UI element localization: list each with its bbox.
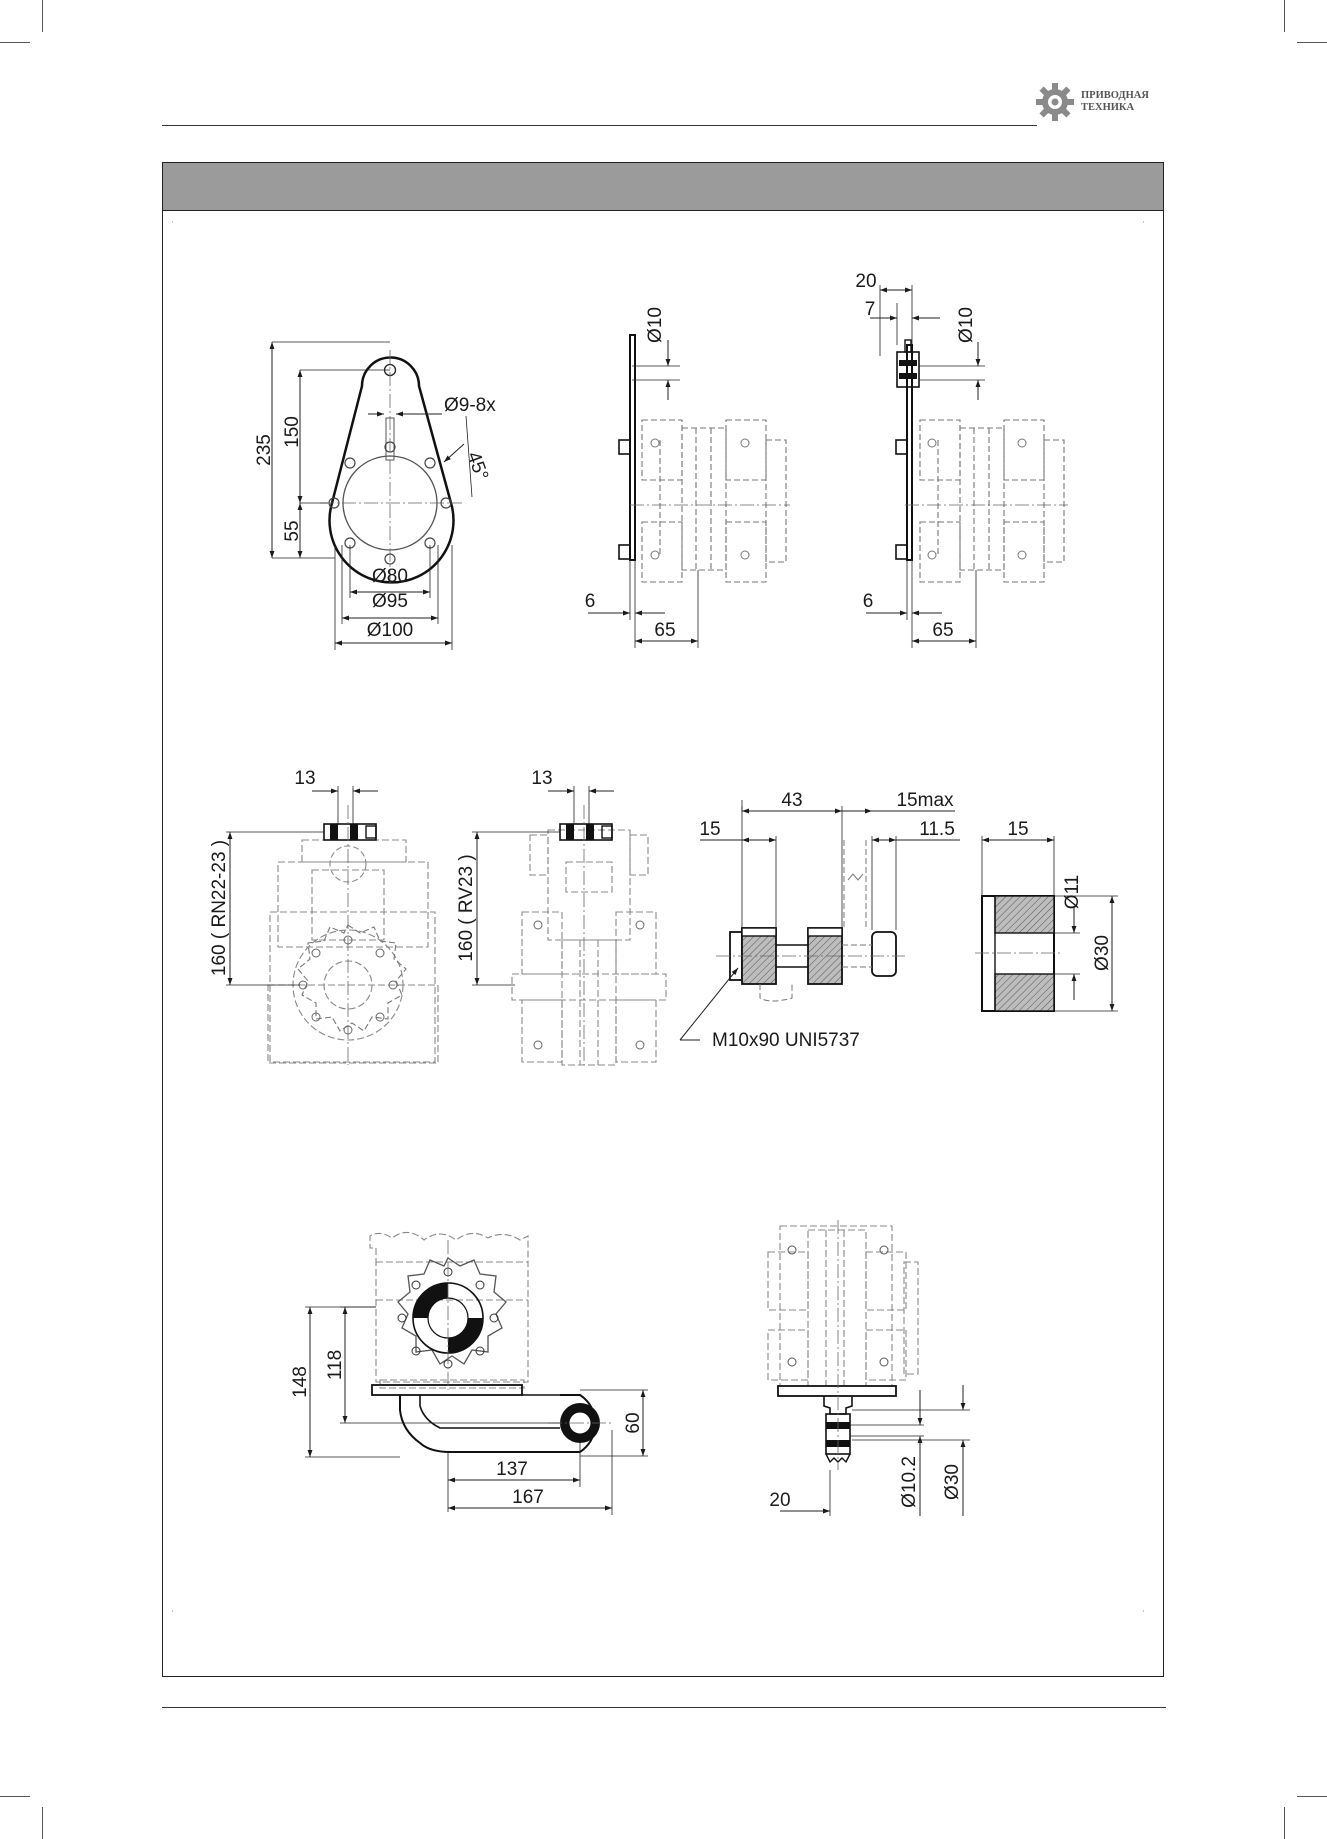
dim-13: 13: [294, 768, 315, 789]
dim-55: 55: [282, 520, 303, 541]
drawing-frame: [162, 162, 1164, 1677]
dim-15: 15: [699, 819, 720, 840]
side-view-rv: 13 160 ( RV23 ): [456, 768, 667, 1066]
dim-d80: Ø80: [372, 566, 408, 587]
dim-118: 118: [325, 1350, 346, 1380]
dim-6: 6: [863, 591, 874, 612]
bolt-label: M10x90 UNI5737: [712, 1030, 860, 1051]
dim-43: 43: [781, 790, 802, 811]
dim-167: 167: [512, 1487, 544, 1508]
front-view-rn: 13 160 ( RN22-23 ): [209, 768, 439, 1065]
dim-65: 65: [654, 620, 675, 641]
dim-160: 160 ( RV23 ): [456, 854, 477, 961]
gear-icon: [1036, 83, 1074, 121]
logo-line-1: ПРИВОДНАЯ: [1081, 90, 1149, 101]
dim-angle: 45°: [462, 449, 492, 483]
dim-7: 7: [865, 299, 876, 320]
dim-150: 150: [282, 416, 303, 448]
torque-arm-view: 235 150 55 Ø9-8x 45° Ø80 Ø95 Ø100: [254, 341, 496, 650]
dim-d11: Ø11: [1062, 875, 1083, 910]
logo-line-2: ТЕХНИКА: [1081, 102, 1135, 113]
bolt-assembly: 43 15max 15 11.5 M10x90 UNI5737: [679, 790, 960, 1051]
top-rule: [162, 125, 1037, 126]
dim-160: 160 ( RN22-23 ): [209, 840, 230, 976]
dim-11-5: 11.5: [919, 819, 955, 840]
dim-holes: Ø9-8x: [444, 395, 496, 416]
crop-mark: [42, 1807, 43, 1839]
dim-d100: Ø100: [367, 620, 413, 641]
crop-mark: [1297, 1796, 1327, 1797]
dim-15: 15: [1007, 819, 1028, 840]
crop-mark: [1284, 0, 1285, 32]
dim-137: 137: [496, 1459, 528, 1480]
crop-mark: [0, 1796, 30, 1797]
dim-d10: Ø10: [956, 307, 977, 343]
bottom-rule: [162, 1707, 1166, 1708]
dim-d30: Ø30: [1092, 935, 1113, 971]
crop-mark: [42, 0, 43, 32]
dim-d10-2: Ø10.2: [899, 1456, 920, 1508]
dim-65: 65: [932, 620, 953, 641]
dim-20: 20: [855, 271, 876, 292]
dim-60: 60: [623, 1412, 644, 1433]
side-view-b: 20 7 Ø10 6 65: [855, 271, 1068, 648]
dim-13: 13: [531, 768, 552, 789]
bottom-side-view: 20 Ø10.2 Ø30: [767, 1220, 970, 1516]
dim-d30: Ø30: [942, 1464, 963, 1500]
crop-mark: [0, 42, 30, 43]
dim-148: 148: [290, 1366, 311, 1398]
frame-header-bar: [163, 163, 1163, 211]
dim-235: 235: [254, 434, 275, 466]
rubber-bushing: 15 Ø11 Ø30: [975, 819, 1118, 1012]
brand-logo: ПРИВОДНАЯ ТЕХНИКА: [1035, 82, 1149, 122]
dim-20: 20: [769, 1490, 790, 1511]
dim-d95: Ø95: [372, 591, 408, 612]
dim-6: 6: [585, 591, 596, 612]
crop-mark: [1284, 1807, 1285, 1839]
dim-15max: 15max: [896, 790, 954, 811]
crop-mark: [1297, 42, 1327, 43]
dim-d10: Ø10: [645, 307, 666, 343]
side-view-a: Ø10 6 65: [585, 307, 790, 648]
bottom-front-view: 148 118 60 137 167: [290, 1231, 648, 1515]
